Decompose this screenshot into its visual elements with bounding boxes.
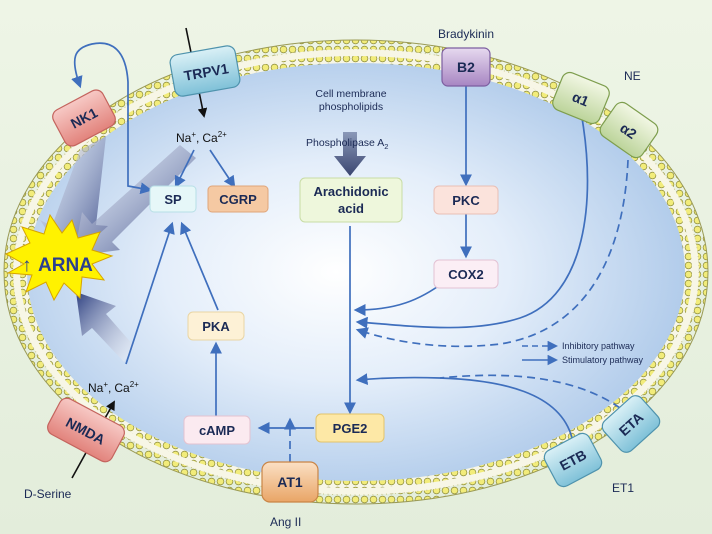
arna-label: ARNA <box>38 255 93 276</box>
legend-stimulatory-label: Stimulatory pathway <box>562 355 644 365</box>
arachidonic-label-2: acid <box>338 201 364 216</box>
nk1-receptor: NK1 <box>52 89 116 147</box>
phospholipase-label: Phospholipase A2 <box>306 137 388 151</box>
bradykinin-label: Bradykinin <box>438 27 494 41</box>
nmda-ions-label: Na+,Ca2+ <box>88 380 139 395</box>
cox2-label: COX2 <box>448 267 483 282</box>
pka-box: PKA <box>187 311 245 341</box>
pge2-label: PGE2 <box>333 421 368 436</box>
pka-to-sp-arrow <box>180 221 219 311</box>
legend-inhibitory-label: Inhibitory pathway <box>562 341 635 351</box>
ne-label: NE <box>624 69 641 83</box>
arachidonic-label-1: Arachidonic <box>313 184 388 199</box>
at1-receptor: AT1 <box>261 461 319 503</box>
ang-ii-label: Ang II <box>270 515 301 529</box>
trpv1-ions-label: Na+,Ca2+ <box>176 130 227 145</box>
ions-to-sp-arrow <box>174 149 195 189</box>
b2-label: B2 <box>457 59 475 75</box>
legend: Inhibitory pathway Stimulatory pathway <box>522 340 644 366</box>
alpha2-inhibitory-arrow <box>355 159 629 348</box>
nk1-feedback-arrow <box>71 42 129 89</box>
phospholipase-arrow <box>334 132 366 176</box>
membrane-phospholipids-line2: phospholipids <box>319 101 383 113</box>
pkc-box: PKC <box>433 185 499 215</box>
arachidonic-acid-box: Arachidonic acid <box>299 177 403 223</box>
nmda-receptor: NMDA <box>47 397 125 463</box>
etb-stimulatory-arrow <box>355 373 573 439</box>
at1-label: AT1 <box>277 474 303 490</box>
trpv1-receptor: TRPV1 <box>169 45 241 97</box>
inhibitory-lines <box>284 159 629 462</box>
cox2-box: COX2 <box>433 259 499 289</box>
camp-box: cAMP <box>183 415 251 445</box>
sp-label: SP <box>164 192 182 207</box>
eta-receptor: ETA <box>601 395 661 453</box>
eta-inhibitory-line <box>439 374 621 409</box>
arna-outcome-burst: ↑ ARNA <box>4 213 114 302</box>
nk1-to-sp-line <box>127 82 153 195</box>
d-serine-label: D-Serine <box>24 487 72 501</box>
cgrp-label: CGRP <box>219 192 257 207</box>
et1-label: ET1 <box>612 481 634 495</box>
pka-label: PKA <box>202 319 230 334</box>
alpha1-stimulatory-arrow <box>355 117 589 329</box>
alpha1-receptor: α1 <box>552 71 610 125</box>
etb-receptor: ETB <box>543 432 603 488</box>
pkc-label: PKC <box>452 193 480 208</box>
arna-arrow-glyph: ↑ <box>22 255 32 276</box>
cgrp-box: CGRP <box>207 185 269 213</box>
camp-label: cAMP <box>199 423 235 438</box>
alpha1-label: α1 <box>570 88 591 109</box>
alpha2-label: α2 <box>617 120 640 143</box>
trpv1-label: TRPV1 <box>183 60 230 84</box>
nmda-ions-to-sp-arrow <box>125 221 175 365</box>
ions-to-cgrp-arrow <box>209 149 236 188</box>
b2-receptor: B2 <box>441 47 491 87</box>
sp-box: SP <box>149 185 197 213</box>
alpha2-receptor: α2 <box>599 101 659 159</box>
membrane-phospholipids-line1: Cell membrane <box>315 88 386 100</box>
pge2-box: PGE2 <box>315 413 385 443</box>
